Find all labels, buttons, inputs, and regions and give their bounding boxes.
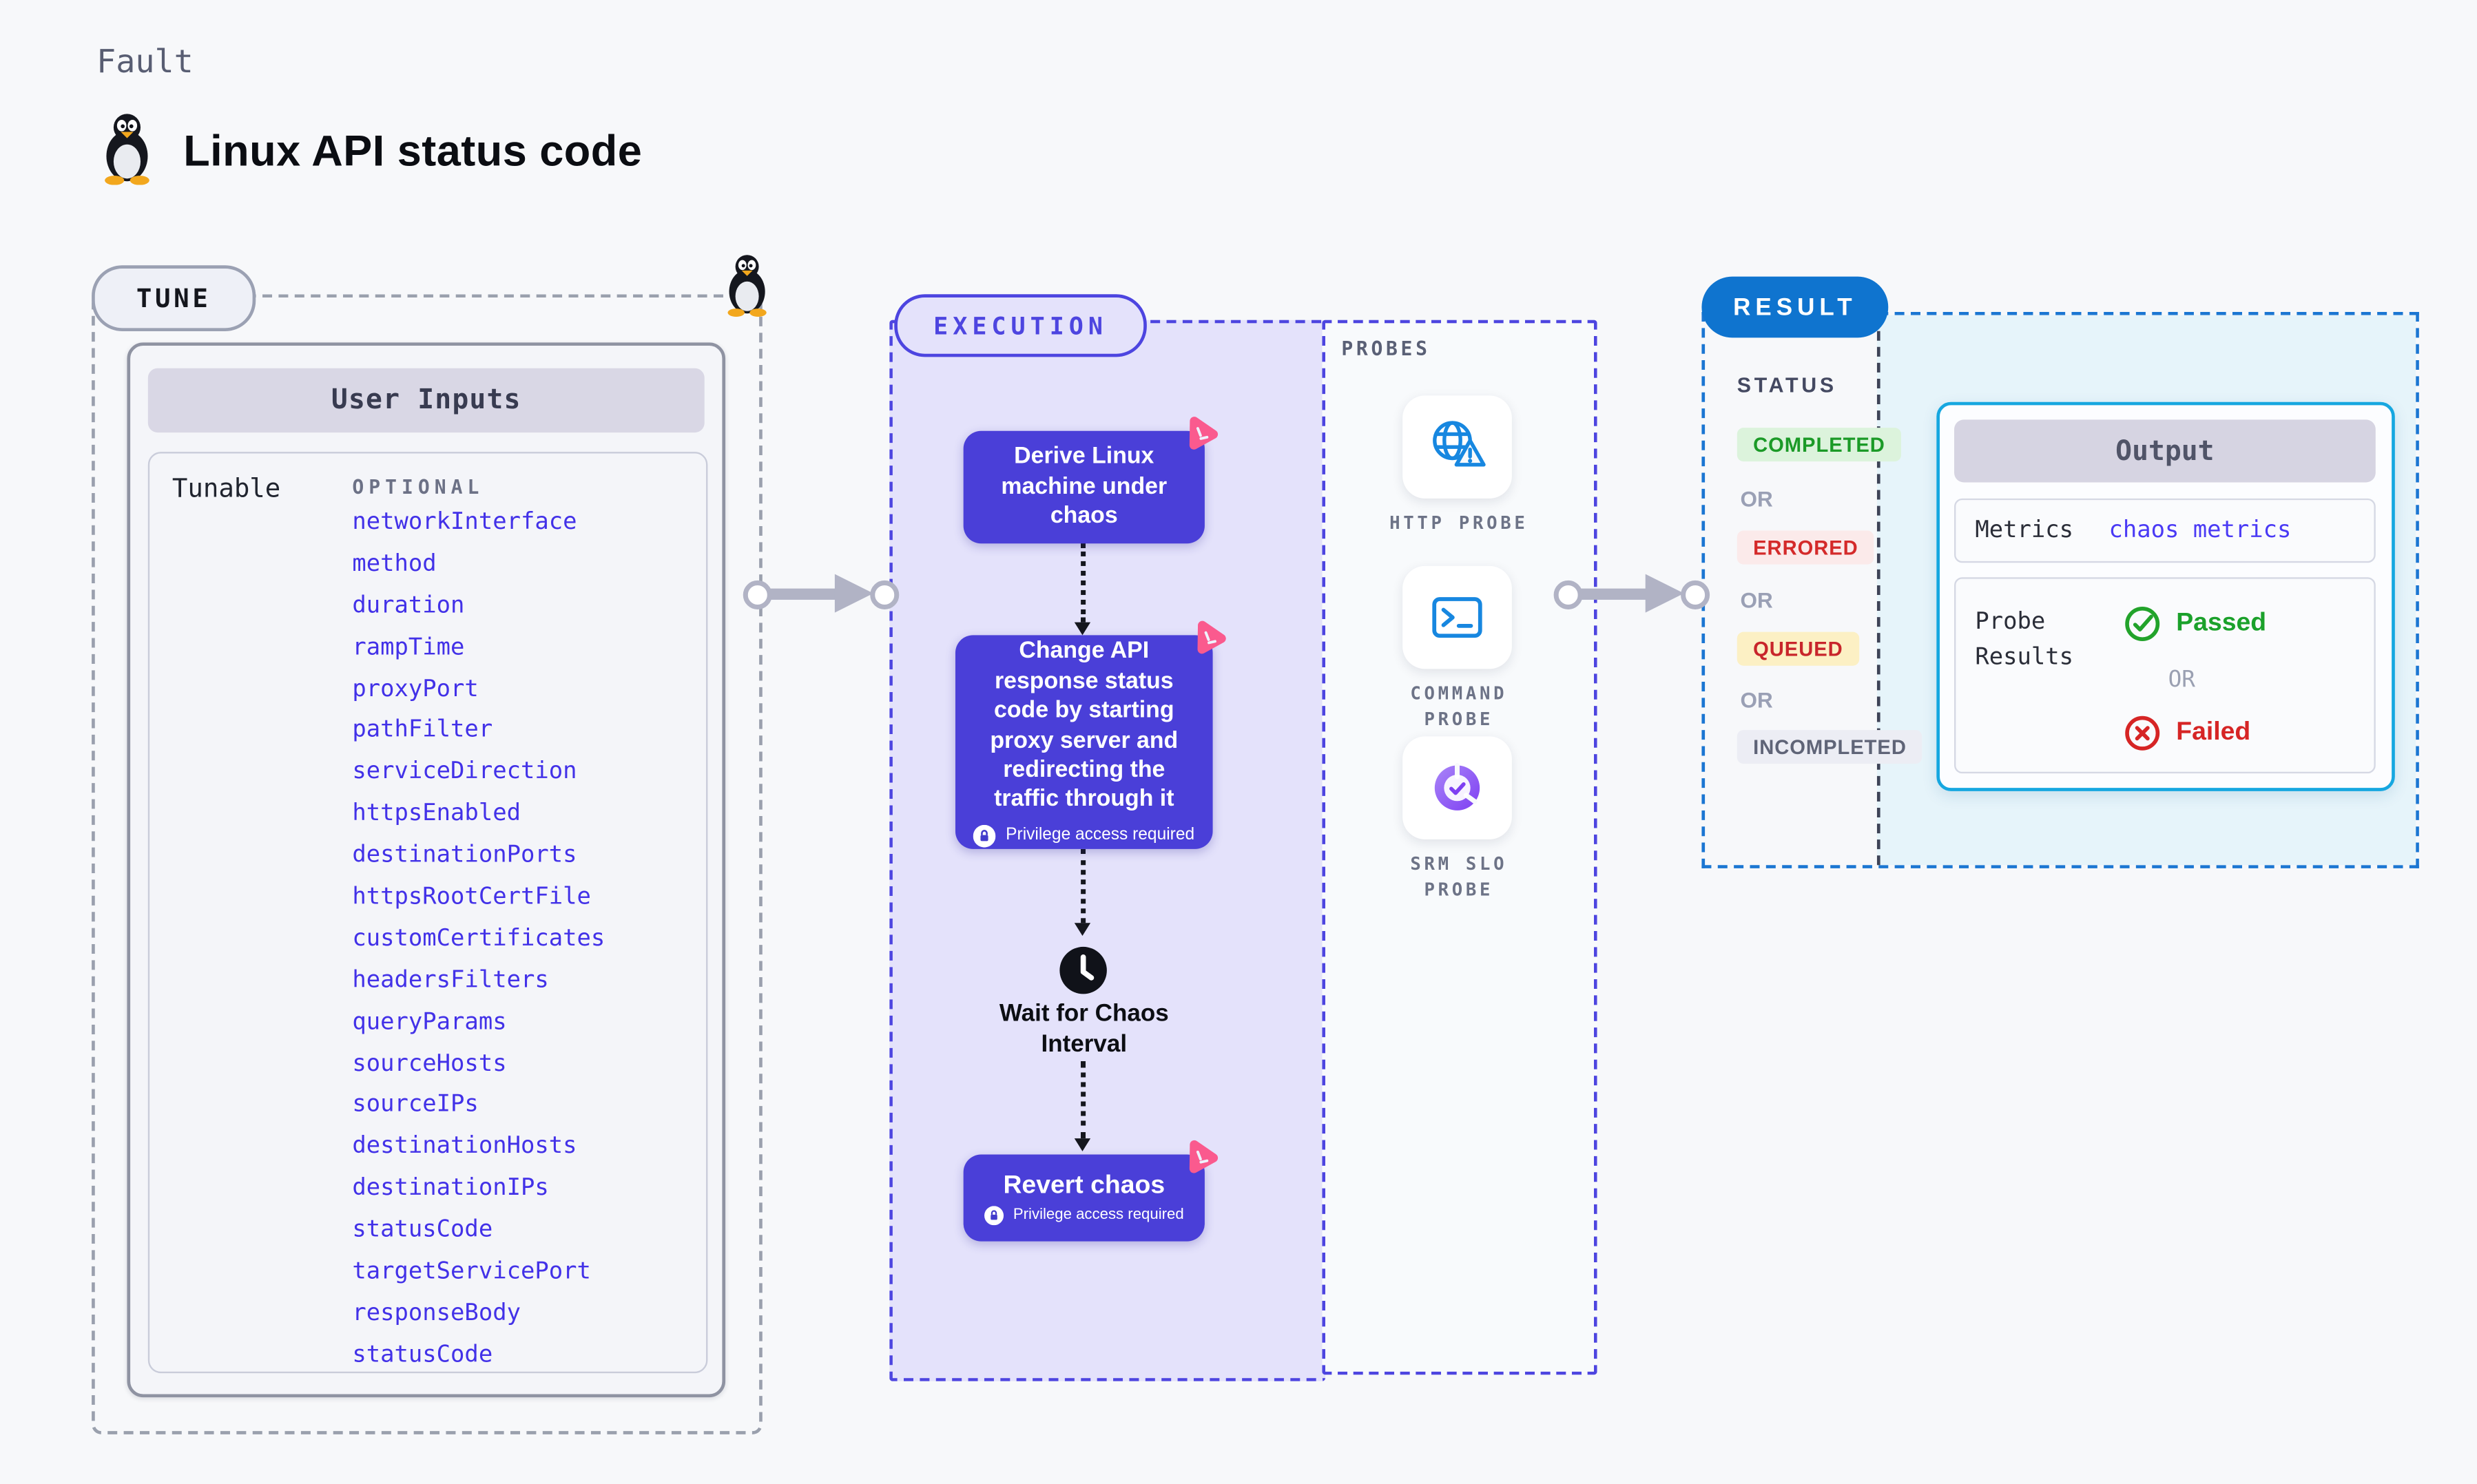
tunable-item: serviceDirection — [352, 759, 577, 786]
chaos-logo-icon — [1189, 1140, 1219, 1173]
tunables-list: networkInterface method duration rampTim… — [352, 502, 605, 1377]
privilege-note-label: Privilege access required — [1006, 824, 1195, 844]
tunable-item: rampTime — [352, 634, 465, 660]
terminal-icon — [1432, 597, 1482, 638]
tunable-item: sourceIPs — [352, 1092, 479, 1118]
tunable-item: targetServicePort — [352, 1259, 591, 1285]
tunable-item: proxyPort — [352, 676, 479, 702]
arrowhead-icon — [1074, 923, 1091, 936]
optional-column-label: OPTIONAL — [352, 476, 484, 499]
user-inputs-card: User Inputs Tunable OPTIONAL networkInte… — [127, 342, 726, 1398]
privilege-note: Privilege access required — [973, 824, 1194, 847]
output-card: Output Metrics chaos metrics Probe Resul… — [1936, 401, 2395, 791]
fault-kind-label: Fault — [96, 41, 194, 81]
step-revert-chaos: Revert chaos Privilege access required — [963, 1140, 1219, 1242]
status-badge-queued: QUEUED — [1737, 631, 1860, 666]
lock-icon — [973, 824, 997, 847]
slo-gauge-icon — [1434, 762, 1480, 811]
tunable-item: headersFilters — [352, 968, 549, 994]
tunable-item: responseBody — [352, 1300, 521, 1327]
status-or-label: OR — [1740, 487, 1773, 512]
tunable-row-label: Tunable — [172, 472, 281, 503]
privilege-note-label: Privilege access required — [1013, 1206, 1184, 1224]
tunable-item: duration — [352, 592, 465, 619]
probe-passed: Passed — [2123, 605, 2266, 643]
metrics-row: Metrics chaos metrics — [1954, 498, 2376, 563]
tunable-item: pathFilter — [352, 718, 493, 744]
page-title: Linux API status code — [183, 126, 643, 175]
tunable-item: destinationHosts — [352, 1133, 577, 1160]
status-badge-completed: COMPLETED — [1737, 428, 1902, 462]
globe-alert-icon — [1433, 421, 1486, 467]
tunable-item: httpsRootCertFile — [352, 884, 591, 910]
privilege-note: Privilege access required — [984, 1205, 1184, 1225]
linux-penguin-icon-small — [721, 251, 774, 324]
tune-to-execution-arrow — [743, 572, 900, 616]
probes-section-label: PROBES — [1341, 337, 1431, 361]
probe-results-label: Probe Results — [1975, 609, 2074, 671]
execution-badge: EXECUTION — [894, 294, 1147, 357]
tune-badge: TUNE — [92, 265, 256, 332]
status-heading: STATUS — [1737, 373, 1837, 397]
tunable-item: method — [352, 551, 437, 577]
linux-penguin-icon — [96, 109, 158, 193]
user-inputs-header: User Inputs — [147, 368, 705, 433]
step-revert-label: Revert chaos — [1003, 1171, 1165, 1199]
status-or-label: OR — [1740, 688, 1773, 713]
tunable-item: networkInterface — [352, 510, 577, 536]
page-title-row: Linux API status code — [96, 109, 642, 193]
output-or-label: OR — [2168, 667, 2195, 693]
http-probe-label: HTTP PROBE — [1389, 512, 1528, 534]
x-circle-icon — [2125, 715, 2160, 751]
tunable-item: queryParams — [352, 1009, 507, 1035]
srm-slo-probe-card — [1402, 736, 1512, 839]
tune-section — [92, 294, 763, 1434]
command-probe-label: COMMAND PROBE — [1410, 683, 1508, 730]
tunable-item: statusCode — [352, 1342, 493, 1368]
tunable-item: destinationPorts — [352, 842, 577, 869]
chaos-logo-icon — [1197, 620, 1226, 654]
status-badge-errored: ERRORED — [1737, 530, 1875, 565]
step-derive-label: Derive Linux machine under chaos — [1001, 443, 1168, 530]
arrowhead-icon — [1074, 622, 1091, 636]
clock-icon — [1057, 944, 1110, 1005]
probe-failed: Failed — [2123, 714, 2250, 753]
lock-icon — [984, 1205, 1004, 1225]
http-probe-card — [1402, 395, 1512, 499]
check-circle-icon — [2125, 606, 2160, 641]
failed-label: Failed — [2176, 718, 2251, 746]
status-output-divider — [1876, 315, 1880, 866]
srm-slo-probe-label: SRM SLO PROBE — [1410, 853, 1508, 901]
tunable-item: sourceHosts — [352, 1050, 507, 1077]
status-or-label: OR — [1740, 588, 1773, 613]
step-change-label: Change API response status code by start… — [990, 638, 1179, 813]
result-badge: RESULT — [1701, 276, 1889, 338]
result-section: STATUS COMPLETED OR ERRORED OR QUEUED OR… — [1701, 311, 2419, 868]
status-badge-incompleted: INCOMPLETED — [1737, 730, 1923, 764]
tunable-item: destinationIPs — [352, 1175, 549, 1202]
dotted-connector — [1081, 543, 1086, 623]
dotted-connector — [1081, 848, 1086, 923]
probes-to-result-arrow — [1553, 572, 1710, 616]
arrowhead-icon — [1074, 1138, 1091, 1151]
metrics-label: Metrics — [1975, 517, 2074, 544]
output-header: Output — [1954, 419, 2376, 483]
tunable-item: statusCode — [352, 1217, 493, 1244]
tunable-item: customCertificates — [352, 926, 605, 952]
metrics-value: chaos metrics — [2108, 517, 2292, 544]
command-probe-card — [1402, 565, 1512, 669]
tunable-item: httpsEnabled — [352, 801, 521, 827]
step-derive-machine: Derive Linux machine under chaos — [963, 417, 1219, 544]
passed-label: Passed — [2176, 609, 2267, 637]
step-change-status-code: Change API response status code by start… — [955, 620, 1226, 849]
chaos-logo-icon — [1189, 417, 1219, 450]
dotted-connector — [1081, 1061, 1086, 1139]
tunables-table: Tunable OPTIONAL networkInterface method… — [147, 452, 708, 1374]
wait-interval-label: Wait for Chaos Interval — [999, 1000, 1169, 1058]
probe-results-row: Probe Results Passed OR Failed — [1954, 577, 2376, 774]
